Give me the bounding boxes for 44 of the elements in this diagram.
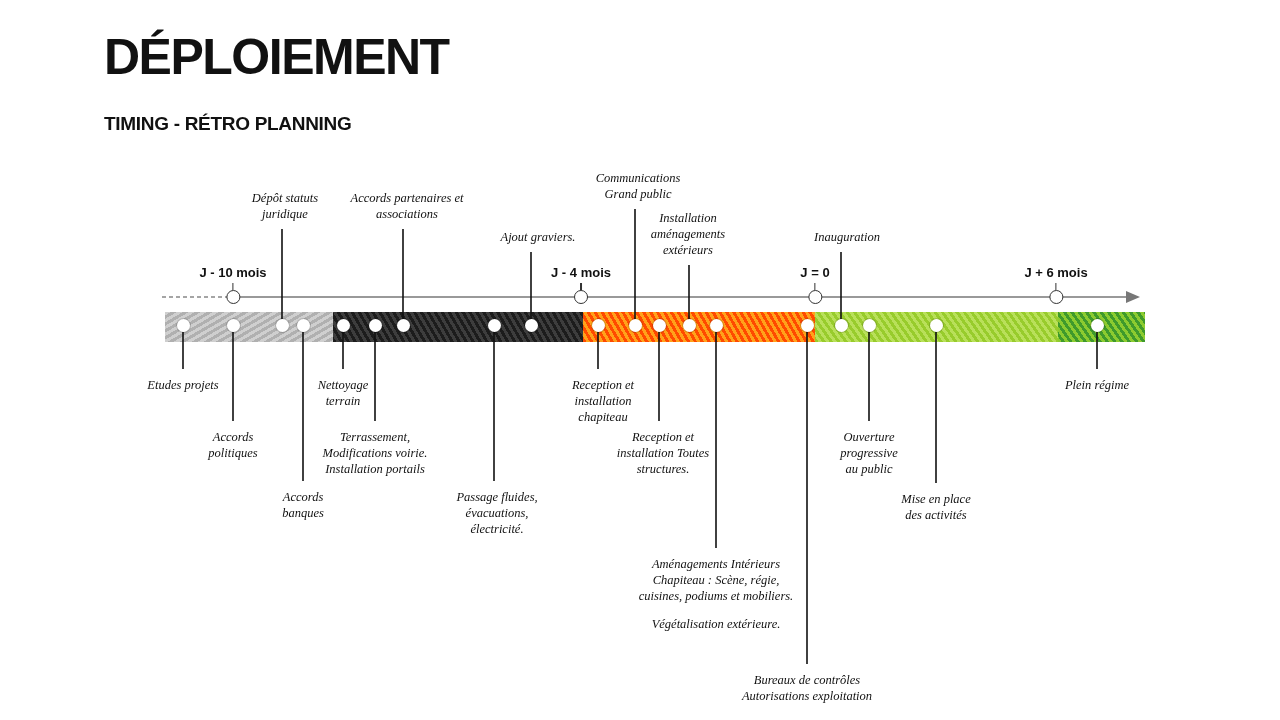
leader-line	[302, 331, 304, 482]
event-label: Accords politiques	[207, 429, 259, 461]
leader-line	[342, 331, 344, 370]
event-label: Ajout graviers.	[500, 229, 576, 245]
leader-line	[935, 331, 937, 484]
leader-line	[688, 264, 690, 320]
page-title: DÉPLOIEMENT	[104, 30, 449, 85]
leader-line	[840, 251, 842, 320]
event-label: Bureaux de contrôles Autorisations exploitation	[740, 672, 874, 704]
event-label: Dépôt statuts juridique	[250, 190, 320, 222]
leader-line	[634, 208, 636, 320]
milestone-label: J + 6 mois	[1024, 265, 1088, 280]
leader-line	[658, 331, 660, 422]
leader-line	[597, 331, 599, 370]
leader-line	[281, 228, 283, 320]
event-label: Plein régime	[1064, 377, 1130, 393]
leader-line	[868, 331, 870, 422]
event-label: Reception et installation chapiteau	[570, 377, 636, 425]
event-label: Communications Grand public	[594, 170, 682, 202]
milestone-label: J - 10 mois	[199, 265, 267, 280]
milestone-label: J = 0	[800, 265, 830, 280]
event-label: Mise en place des activités	[900, 491, 972, 523]
leader-line	[715, 331, 717, 549]
event-label: Nettoyage terrain	[316, 377, 370, 409]
page-subtitle: TIMING - RÉTRO PLANNING	[104, 113, 352, 135]
leader-line	[493, 331, 495, 482]
leader-line	[806, 331, 808, 665]
event-label: Végétalisation extérieure.	[651, 616, 781, 632]
event-label: Inauguration	[814, 229, 880, 245]
leader-line	[232, 331, 234, 422]
leader-line	[530, 251, 532, 320]
event-label: Terrassement, Modifications voirie. Installation portails	[321, 429, 429, 477]
event-label: Etudes projets	[147, 377, 219, 393]
event-label: Accords banques	[281, 489, 325, 521]
event-label: Accords partenaires et associations	[349, 190, 465, 222]
event-label: Passage fluides, évacuations, électricité.	[455, 489, 539, 537]
event-label: Ouverture progressive au public	[839, 429, 899, 477]
leader-line	[1096, 331, 1098, 370]
milestone-label: J - 4 mois	[551, 265, 611, 280]
event-label: Installation aménagements extérieurs	[649, 210, 727, 258]
event-label: Aménagements Intérieurs Chapiteau : Scène, régie, cuisines, podiums et mobiliers.	[637, 556, 795, 604]
leader-line	[374, 331, 376, 422]
event-label: Reception et installation Toutes structures.	[615, 429, 711, 477]
leader-line	[402, 228, 404, 320]
